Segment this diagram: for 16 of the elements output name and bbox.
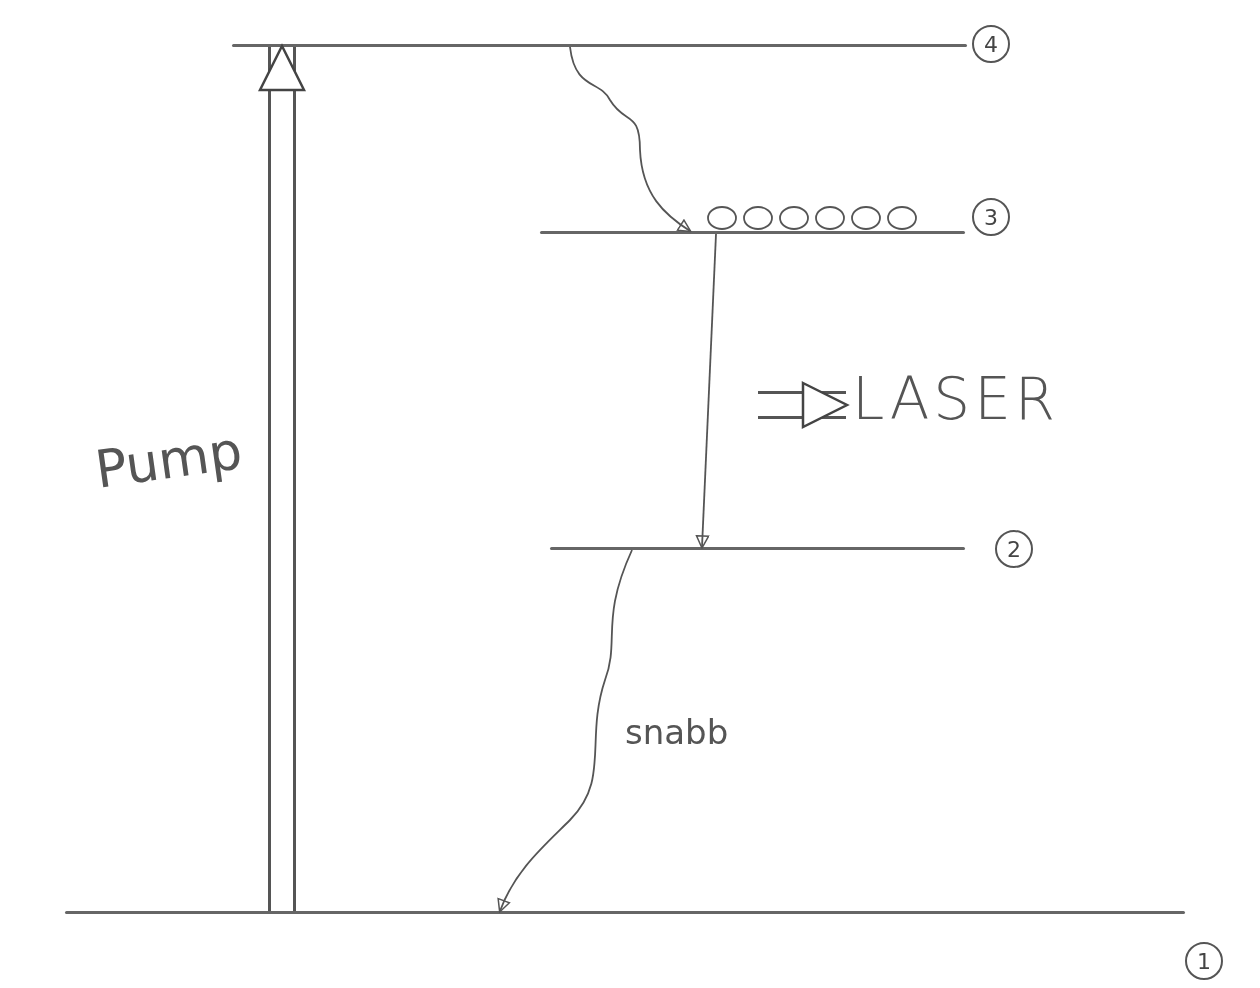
level-number: 1 — [1185, 942, 1223, 980]
level-number: 3 — [972, 198, 1010, 236]
energy-level-line — [550, 547, 965, 550]
double-arrow — [258, 44, 306, 911]
arrow — [695, 233, 717, 549]
energy-level-line — [65, 911, 1185, 914]
arrow — [569, 46, 692, 233]
edge-label: Pump — [91, 420, 246, 500]
edge-label: snabb — [625, 712, 729, 752]
laser-label: LASER — [852, 365, 1060, 433]
level-number: 4 — [972, 25, 1010, 63]
energy-level-line — [232, 44, 967, 47]
double-arrow — [758, 381, 849, 429]
arrow — [497, 549, 633, 913]
level-number: 2 — [995, 530, 1033, 568]
energy-level-line — [540, 231, 965, 234]
